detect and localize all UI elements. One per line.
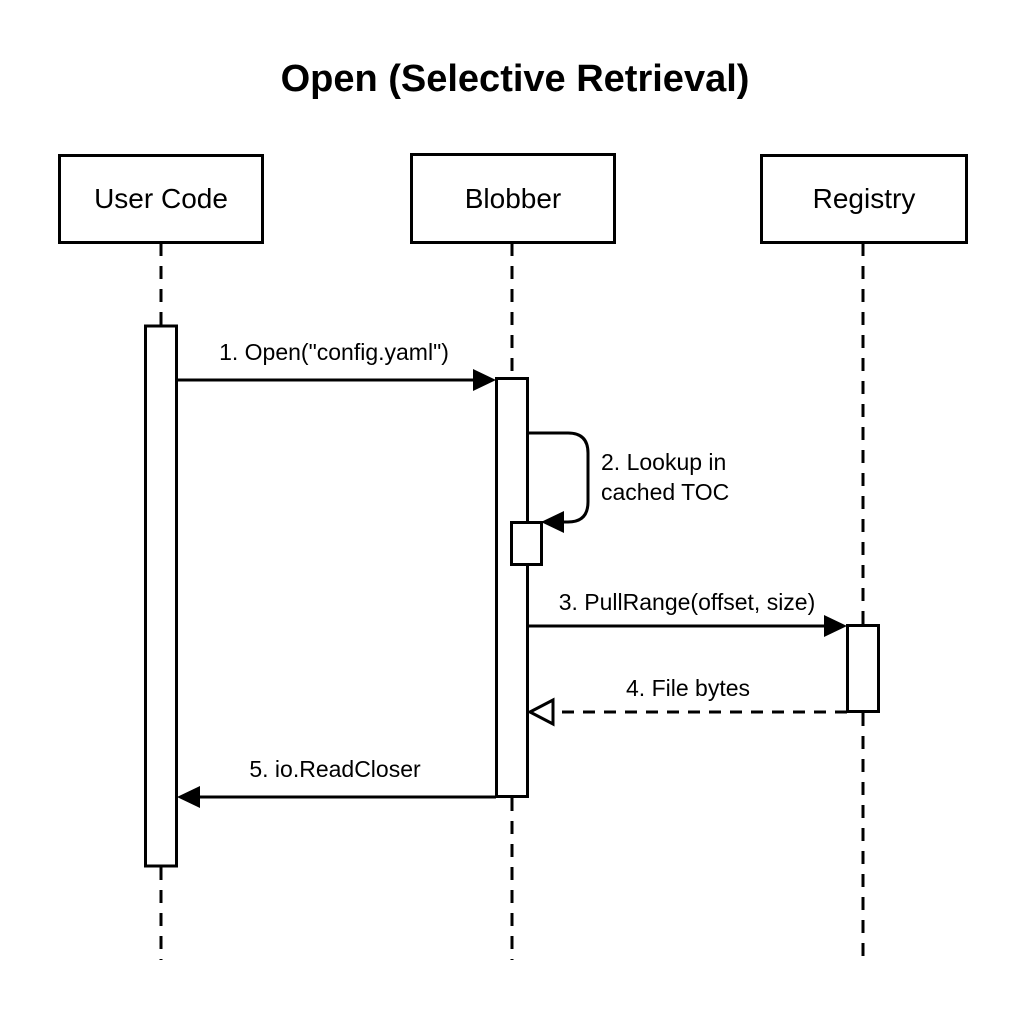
- participant-box-blobber: [410, 153, 616, 244]
- participant-label-user-code: User Code: [94, 183, 228, 214]
- message-5-label: 5. io.ReadCloser: [249, 756, 421, 782]
- message-2-arrowhead: [541, 511, 564, 533]
- message-2-label-line-1: 2. Lookup in: [601, 449, 726, 475]
- activation-registry: [846, 624, 880, 713]
- message-1-arrowhead: [473, 369, 496, 391]
- message-4-label: 4. File bytes: [626, 675, 750, 701]
- message-2-label-line-2: cached TOC: [601, 479, 729, 505]
- message-1-label: 1. Open("config.yaml"): [219, 339, 449, 365]
- message-4-arrowhead: [526, 697, 555, 727]
- diagram-title: Open (Selective Retrieval): [281, 58, 750, 100]
- participant-box-registry: [760, 154, 968, 244]
- message-3-arrowhead: [824, 615, 847, 637]
- activation-blobber-nested: [510, 521, 543, 566]
- participant-box-user-code: [58, 154, 264, 244]
- activation-blobber: [495, 377, 529, 798]
- activation-user-code: [144, 324, 178, 868]
- participant-label-blobber: Blobber: [465, 183, 562, 214]
- participant-label-registry: Registry: [813, 183, 916, 214]
- message-5-arrowhead: [177, 786, 200, 808]
- self-message-loop: [527, 431, 590, 524]
- message-3-label: 3. PullRange(offset, size): [559, 589, 816, 615]
